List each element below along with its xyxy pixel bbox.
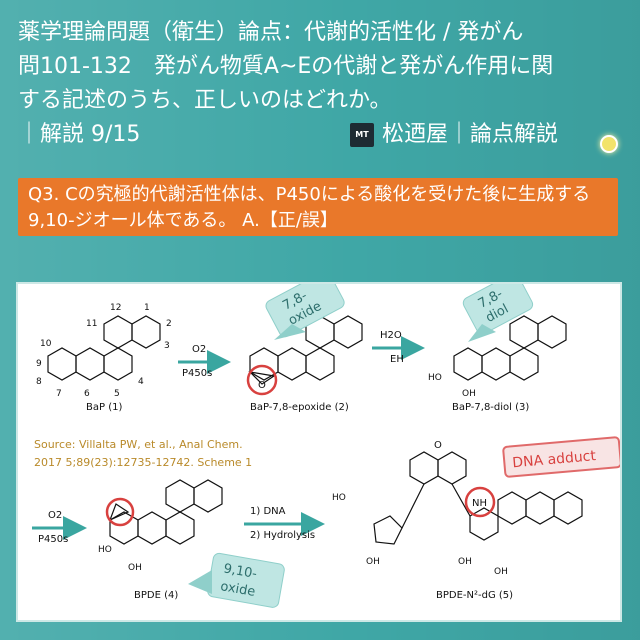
- title-line-3: する記述のうち、正しいのはどれか。: [18, 88, 392, 113]
- atom-11: 11: [86, 319, 97, 329]
- callout-7-8-diol: 7,8- diol: [462, 273, 534, 335]
- label-adduct: BPDE-N²-dG (5): [436, 590, 513, 601]
- diol-structure: [453, 315, 567, 381]
- bap-structure: [47, 315, 161, 381]
- title-meta-row: ｜解説 9/15 MT 松迺屋｜論点解説: [18, 118, 628, 152]
- adduct-structure: [373, 451, 583, 545]
- arrow1-reagent: O2: [192, 344, 206, 355]
- atom-6: 6: [84, 389, 90, 399]
- atom-4: 4: [138, 377, 144, 387]
- atom-3: 3: [164, 341, 170, 351]
- callout-dna-adduct: DNA adduct: [502, 436, 622, 478]
- title-line-1: 薬学理論問題（衛生）論点：代謝的活性化 / 発がん: [18, 20, 524, 45]
- adduct-oh-2: OH: [458, 557, 472, 567]
- bpde-oh: OH: [128, 563, 142, 573]
- atom-9: 9: [36, 359, 42, 369]
- callout-9-10-oxide-pointer: [188, 570, 212, 594]
- callout-9-10-oxide-line2: oxide: [219, 579, 256, 600]
- bpde-structure: [108, 479, 223, 545]
- adduct-nh: NH: [472, 498, 487, 509]
- arrow3-enzyme: P450s: [38, 534, 68, 545]
- epoxide-highlight-circle: [246, 364, 278, 396]
- atom-10: 10: [40, 339, 52, 349]
- label-diol: BaP-7,8-diol (3): [452, 402, 529, 413]
- adduct-oh: OH: [366, 557, 380, 567]
- bpde-epoxide-circle: [105, 497, 135, 527]
- diol-oh: OH: [462, 389, 476, 399]
- arrow3-reagent: O2: [48, 510, 62, 521]
- adduct-ho: HO: [332, 493, 346, 503]
- arrow4-step2: 2) Hydrolysis: [250, 530, 315, 541]
- adduct-o: O: [434, 440, 442, 451]
- question-box: Q3. Cの究極的代謝活性体は、P450による酸化を受けた後に生成する9,10-…: [18, 178, 618, 236]
- arrow2-reagent: H2O: [380, 330, 402, 341]
- atom-12: 12: [110, 303, 121, 313]
- reaction-scheme: 10 9 8 7 6 5 4 3 2 1 12 11 BaP (1) O2 P4…: [32, 271, 622, 608]
- atom-1: 1: [144, 303, 150, 313]
- callout-dna-adduct-text: DNA adduct: [512, 448, 597, 471]
- arrow1-enzyme: P450s: [182, 368, 212, 379]
- lightbulb-icon: [600, 135, 618, 153]
- brand-name: 松迺屋｜論点解説: [381, 122, 558, 147]
- callout-7-8-oxide-pointer: [274, 324, 306, 340]
- callout-9-10-oxide: 9,10- oxide: [207, 552, 285, 608]
- callout-7-8-oxide: 7,8- oxide: [265, 271, 345, 338]
- callout-9-10-oxide-line1: 9,10-: [222, 561, 258, 582]
- arrow2-enzyme: EH: [390, 354, 404, 365]
- adduct-oh-3: OH: [494, 567, 508, 577]
- atom-2: 2: [166, 319, 172, 329]
- diol-ho: HO: [428, 373, 442, 383]
- atom-5: 5: [114, 389, 120, 399]
- brand: MT 松迺屋｜論点解説: [349, 118, 558, 152]
- slide-title: 薬学理論問題（衛生）論点：代謝的活性化 / 発がん 問101-132 発がん物質…: [18, 16, 628, 152]
- label-bpde: BPDE (4): [134, 590, 178, 601]
- source-line-2: 2017 5;89(23):12735-12742. Scheme 1: [34, 456, 252, 469]
- callout-7-8-diol-pointer: [468, 324, 496, 342]
- bpde-ho: HO: [98, 545, 112, 555]
- label-bap: BaP (1): [86, 402, 122, 413]
- source-line-1: Source: Villalta PW, et al., Anal Chem.: [34, 438, 243, 451]
- epoxide-o: O: [258, 380, 266, 391]
- section-counter: ｜解説 9/15: [18, 122, 141, 147]
- atom-7: 7: [56, 389, 62, 399]
- reaction-scheme-figure: 10 9 8 7 6 5 4 3 2 1 12 11 BaP (1) O2 P4…: [16, 271, 622, 622]
- brand-logo: MT: [349, 123, 374, 147]
- title-line-2: 問101-132 発がん物質A~Eの代謝と発がん作用に関: [18, 54, 554, 79]
- atom-8: 8: [36, 377, 42, 387]
- label-epoxide: BaP-7,8-epoxide (2): [250, 402, 349, 413]
- arrow4-step1: 1) DNA: [250, 506, 286, 517]
- adduct-nh-circle: [464, 486, 496, 518]
